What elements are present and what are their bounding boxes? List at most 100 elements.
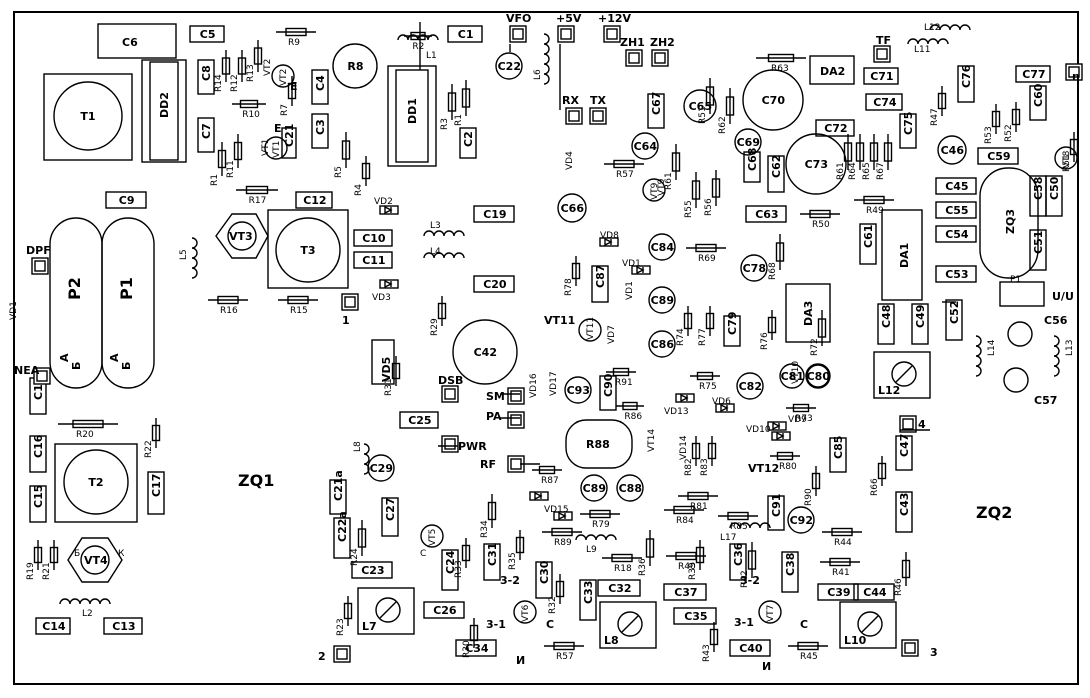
capacitor-body [911, 303, 929, 345]
capacitor-body [859, 223, 877, 265]
transistor-label: VT1 [261, 139, 271, 156]
resistor-label: R13 [246, 64, 256, 82]
round-part [227, 221, 257, 251]
diode-vd5 [371, 339, 395, 385]
connector-pad [1065, 63, 1083, 81]
connector-label: P1 [1010, 275, 1021, 285]
pin-label: И [516, 654, 525, 667]
capacitor-body [311, 113, 329, 149]
capacitor-body [147, 471, 165, 515]
resistor-label: R5 [334, 166, 344, 178]
connector-pad [557, 25, 575, 43]
capacitor-label: C85 [832, 436, 845, 459]
pad-inner [902, 418, 914, 430]
inductor-winding [423, 230, 465, 237]
region-label-zq1: ZQ1 [238, 471, 274, 490]
trimmer-frame [357, 587, 415, 635]
capacitor-body [381, 497, 399, 537]
connector-pad [873, 45, 891, 63]
resistor-label: R81 [690, 502, 708, 512]
inductor-label: L3 [430, 221, 441, 231]
capacitor-round [580, 474, 608, 502]
capacitor-body [281, 127, 297, 159]
capacitor-body [729, 543, 747, 581]
connector-pad [31, 257, 49, 275]
resistor-body [237, 57, 247, 75]
capacitor-label: C33 [582, 581, 595, 604]
capacitor-label: C61 [862, 225, 875, 248]
transistor-label: VT3 [229, 230, 253, 243]
round-part-label: C64 [634, 140, 658, 153]
inductor-label: L6 [533, 69, 543, 80]
resistor-label: R15 [290, 306, 308, 316]
resistor-body [253, 47, 263, 65]
round-part [578, 318, 602, 342]
resistor-body [361, 162, 371, 180]
capacitor-body [441, 549, 459, 591]
resistor-body [233, 141, 243, 161]
resistor-label: R75 [699, 382, 717, 392]
round-part-label: C29 [370, 462, 393, 475]
resistor-body [33, 546, 43, 564]
resistor-body [343, 602, 353, 620]
capacitor-body [597, 579, 641, 597]
capacitor-body [673, 607, 717, 625]
capacitor-label: C27 [384, 498, 397, 521]
resistor-label: R88 [586, 438, 610, 451]
resistor-body [217, 295, 239, 305]
capacitor-label: C45 [945, 180, 968, 193]
resistor-label: R91 [615, 378, 633, 388]
resistor-body [687, 491, 709, 501]
trimmer-knob [891, 361, 917, 387]
inductor-label: L9 [586, 545, 597, 555]
capacitor-label: C11 [362, 254, 385, 267]
round-part-label: C92 [790, 514, 813, 527]
connector-pad [901, 639, 919, 657]
diode-symbol [604, 237, 613, 247]
capacitor-c70 [742, 69, 804, 131]
connector-label: ZH1 [620, 36, 645, 49]
transformer-t1 [53, 81, 123, 151]
capacitor-body [105, 191, 147, 209]
resistor-body [883, 142, 893, 162]
connector-pad [625, 49, 643, 67]
pad-inner [592, 110, 604, 122]
capacitor-label: C74 [873, 96, 897, 109]
capacitor-round [495, 52, 523, 80]
pad-inner [1068, 66, 1080, 78]
resistor-label: R56 [704, 198, 714, 216]
capacitor-label: C21 [283, 124, 296, 147]
capacitor-body [473, 205, 515, 223]
diode-symbol [384, 205, 393, 215]
capacitor-label: C79 [726, 312, 739, 335]
round-part-label: C88 [619, 482, 642, 495]
resistor-label: R65 [862, 162, 872, 180]
resistor-label: R57 [556, 652, 574, 662]
capacitor-body [1029, 175, 1047, 217]
capacitor-body [1029, 229, 1047, 271]
resistor-body [555, 580, 565, 598]
resistor-label: R7 [280, 104, 290, 116]
capacitor-label: C12 [303, 194, 326, 207]
inductor-winding [729, 522, 771, 529]
connector-label: 1 [342, 314, 350, 327]
capacitor-label: C47 [898, 434, 911, 457]
diode-label: VD4 [565, 151, 575, 170]
resistor-body [709, 628, 719, 646]
diode-label: VD14 [679, 435, 689, 460]
resistor-body [877, 462, 887, 480]
capacitor-body [1015, 65, 1051, 83]
capacitor-label: C56 [1044, 314, 1068, 327]
trimmer-knob [857, 611, 883, 637]
round-part [806, 364, 830, 388]
diode-symbol [772, 421, 781, 431]
connector-pad [589, 107, 607, 125]
ic-da2 [809, 55, 855, 85]
resistor-body [747, 550, 757, 570]
connector-label: PWR [458, 440, 487, 453]
capacitor-body [863, 67, 899, 85]
resistor-body [767, 316, 777, 334]
inductor-label: L1 [426, 51, 437, 61]
capacitor-body [351, 561, 393, 579]
